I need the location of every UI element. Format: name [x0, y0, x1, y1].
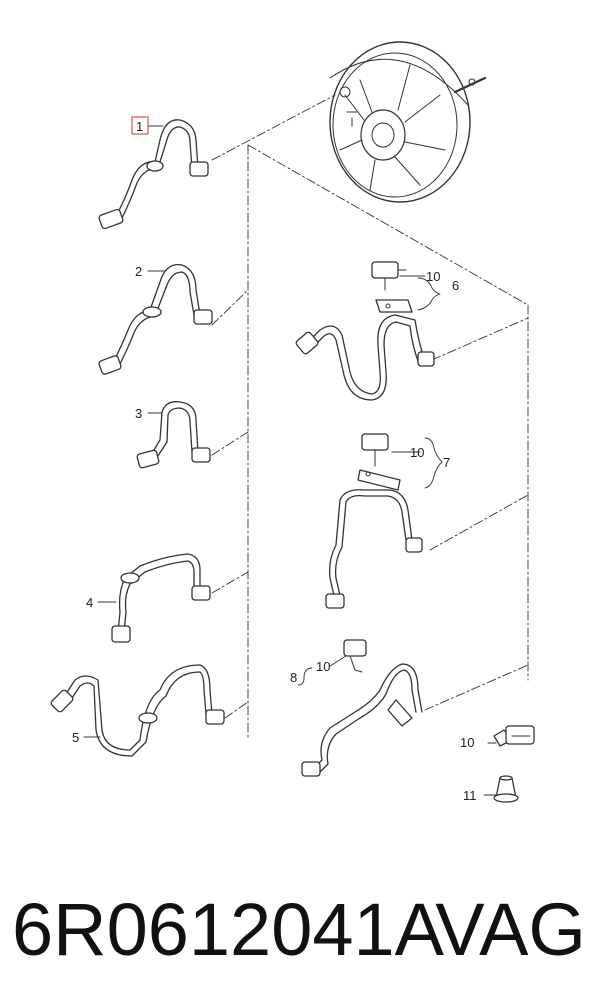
vacuum-hose-3	[136, 401, 211, 469]
callout-leaders	[83, 125, 497, 796]
callout-5: 5	[72, 730, 79, 745]
callout-10-a: 10	[426, 269, 440, 284]
vacuum-hose-8-with-sensor	[301, 639, 423, 777]
callout-3: 3	[135, 406, 142, 421]
callout-10-b: 10	[410, 445, 424, 460]
exploded-parts-diagram: 1 2 3 4 5 6 7 8 10 10 10 10 11	[50, 41, 535, 803]
vacuum-hose-6-with-sensor	[295, 261, 435, 401]
callout-4: 4	[86, 595, 93, 610]
vacuum-hose-5	[50, 664, 225, 757]
leader-lines	[211, 94, 529, 739]
callout-6: 6	[452, 278, 459, 293]
brake-booster	[329, 41, 487, 203]
callout-1: 1	[136, 119, 143, 134]
callout-11: 11	[463, 788, 477, 803]
callout-10-d: 10	[460, 735, 474, 750]
callout-7: 7	[443, 455, 450, 470]
part-number: 6R0612041A	[12, 888, 445, 971]
vacuum-hose-1	[98, 119, 209, 230]
callout-8: 8	[290, 670, 297, 685]
pressure-sensor-10	[493, 725, 535, 747]
vacuum-hose-7-with-sensor	[325, 433, 423, 609]
callout-1-highlight	[131, 116, 149, 135]
callout-10-c: 10	[316, 659, 330, 674]
brand-name: VAG	[435, 888, 586, 971]
vacuum-hose-4	[111, 553, 211, 643]
callout-2: 2	[135, 264, 142, 279]
cap-11	[493, 775, 519, 803]
vacuum-hose-2	[98, 263, 213, 375]
part-caption: 6R0612041A VAG	[0, 870, 600, 990]
